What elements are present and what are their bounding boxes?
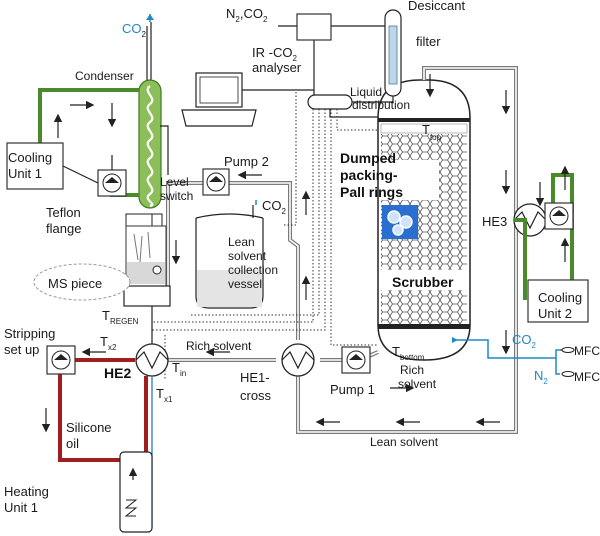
- label-co2-feed: CO2: [512, 332, 537, 350]
- label-t-top: Ttop: [422, 122, 442, 142]
- signal-lines: [152, 92, 378, 380]
- he2-exchanger: [135, 306, 169, 528]
- label-filter: filter: [416, 34, 441, 49]
- pump-2[interactable]: [202, 168, 230, 196]
- label-flange: flange: [46, 221, 81, 236]
- ms-piece-callout: [33, 263, 131, 301]
- label-mfc2: MFC2: [574, 370, 600, 384]
- label-t-in: Tin: [172, 360, 186, 378]
- label-switch: switch: [160, 189, 193, 203]
- label-teflon: Teflon: [46, 205, 81, 220]
- label-he1: HE1-: [240, 370, 270, 385]
- label-oil: oil: [66, 436, 79, 451]
- label-n2-feed: N2: [534, 368, 548, 386]
- label-pump-1: Pump 1: [330, 382, 375, 397]
- label-co2-condenser-vent: CO2: [122, 21, 147, 39]
- ir-co2-analyser: [296, 13, 332, 41]
- label-stripping: Stripping: [4, 326, 55, 341]
- label-rich-solvent: Rich solvent: [186, 339, 252, 353]
- label-lean-c: collection: [228, 263, 278, 277]
- computer-keyboard: [181, 109, 257, 127]
- label-distribution: distribution: [352, 98, 410, 112]
- label-rich: Rich: [400, 363, 424, 377]
- cooling-unit-2: [527, 279, 589, 323]
- mfc2-valve: [561, 371, 575, 377]
- label-co2-vessel-vent: CO2: [262, 198, 287, 216]
- label-lean-solvent: Lean solvent: [370, 435, 439, 449]
- gas-analyser-section: [181, 9, 402, 127]
- condenser-coil: [146, 85, 154, 208]
- label-heating: Heating: [4, 484, 49, 499]
- label-analyser: analyser: [252, 60, 302, 75]
- label-cooling-unit-1-a: Cooling: [8, 150, 52, 165]
- condenser-jacket: [138, 79, 162, 209]
- label-cooling-unit-1-b: Unit 1: [8, 166, 42, 181]
- label-lean-b: solvent: [228, 249, 267, 263]
- label-lean-d: vessel: [228, 277, 262, 291]
- label-solvent: solvent: [398, 377, 437, 391]
- liquid-distributor-plate: [378, 118, 470, 122]
- label-he2: HE2: [104, 365, 131, 381]
- label-tx2: Tx2: [100, 334, 117, 352]
- lean-solvent-vessel: [195, 200, 264, 309]
- label-set-up: set up: [4, 342, 39, 357]
- support-plate: [378, 324, 470, 329]
- scrubber-column: [377, 79, 471, 361]
- condenser-assembly: [6, 22, 171, 307]
- label-he3: HE3: [482, 214, 507, 229]
- pump-1[interactable]: [341, 346, 371, 374]
- gas-feed-lines: [146, 14, 575, 377]
- labels: CO2 N2,CO2 Desiccant filter IR -CO2 anal…: [4, 0, 600, 515]
- label-liquid: Liquid: [350, 85, 382, 99]
- label-pall-rings: Pall rings: [340, 184, 403, 200]
- label-cooling-unit-2-a: Cooling: [538, 290, 582, 305]
- heating-loop: [41, 345, 153, 533]
- label-lean-a: Lean: [228, 235, 255, 249]
- label-scrubber: Scrubber: [392, 274, 454, 290]
- label-n2-co2-inlet: N2,CO2: [226, 6, 268, 24]
- label-t-bottom: Tbottom: [392, 344, 425, 362]
- mfc1-valve: [561, 347, 575, 353]
- label-t-regen: TREGEN: [102, 308, 139, 326]
- cooling-unit-2-loop: [514, 165, 589, 323]
- label-cooling-unit-2-b: Unit 2: [538, 306, 572, 321]
- label-cross: cross: [240, 388, 272, 403]
- label-desiccant: Desiccant: [408, 0, 465, 13]
- he1-cross-exchanger: [281, 343, 315, 377]
- label-tx1: Tx1: [156, 386, 173, 404]
- label-heating-unit: Unit 1: [4, 500, 38, 515]
- liquid-distribution-unit: [307, 94, 353, 110]
- ms-piece-flange: [123, 285, 171, 307]
- label-silicone: Silicone: [66, 420, 112, 435]
- label-packing: packing-: [340, 167, 398, 183]
- label-ir-co2: IR -CO2: [252, 45, 297, 63]
- label-pump-2: Pump 2: [224, 154, 269, 169]
- label-mfc1: MFC1: [574, 344, 600, 358]
- flow-arrows: [171, 74, 511, 427]
- label-level: Level: [160, 175, 189, 189]
- label-dumped: Dumped: [340, 150, 396, 166]
- heating-unit-1: [119, 451, 153, 533]
- label-condenser: Condenser: [75, 69, 134, 83]
- label-ms-piece: MS piece: [48, 276, 102, 291]
